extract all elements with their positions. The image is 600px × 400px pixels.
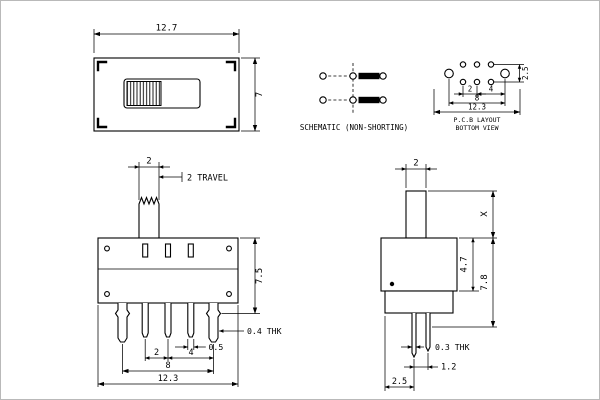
- side-stem: [405, 190, 427, 239]
- dim-top-width: 12.7: [93, 24, 240, 53]
- side-rivet: [389, 281, 395, 287]
- front-body-outline: [97, 237, 239, 304]
- dim-front-body-height-label: 7.5: [255, 268, 265, 284]
- pcb-caption-line2: BOTTOM VIEW: [455, 124, 498, 132]
- pcb-layout-view: 2.5 2 4 8 12.3 P.C.B LAYOUT BOTTOM VIEW: [433, 61, 530, 132]
- dim-front-leg-thickness-label: 0.4 THK: [247, 326, 282, 336]
- corner-tabs: [96, 60, 237, 129]
- dim-side-pin-gap: 1.2: [404, 353, 456, 391]
- dim-front-travel: 2 TRAVEL: [158, 172, 228, 184]
- slider-slot: [123, 78, 201, 109]
- dim-side-stem-height: X: [428, 190, 497, 239]
- dim-pcb-total-width-label: 12.3: [468, 103, 486, 112]
- top-view-body-outline: [93, 57, 240, 132]
- dim-side-stem-height-label: X: [480, 211, 490, 217]
- dim-front-stem-width: 2: [128, 157, 170, 200]
- dim-front-pin-width-label: 0.5: [209, 342, 224, 352]
- dim-top-height: 7: [241, 57, 265, 132]
- dim-front-pin-pitch-label: 2: [154, 348, 159, 358]
- dim-front-pin-to-leg: 4: [167, 348, 214, 360]
- dim-front-leg-span: 8: [122, 344, 214, 374]
- dim-front-pin-to-leg-label: 4: [188, 348, 193, 358]
- pcb-caption-line1: P.C.B LAYOUT: [454, 116, 501, 124]
- terminal-pads: [459, 61, 495, 86]
- mount-hole-right: [500, 68, 510, 79]
- dim-front-leg-thickness: 0.4 THK: [218, 326, 282, 336]
- dim-side-total-height-label: 7.8: [480, 274, 490, 290]
- side-base: [384, 290, 454, 314]
- mount-leg-left: [114, 303, 131, 343]
- side-pin-rear: [425, 313, 431, 353]
- dim-side-pin-thickness-label: 0.3 THK: [435, 342, 470, 352]
- contact-bar-pole1: [358, 72, 380, 80]
- dim-front-pin-width: 0.5: [175, 339, 223, 352]
- dim-side-body-height-label: 4.7: [460, 256, 470, 272]
- schematic-view: SCHEMATIC (NON-SHORTING): [300, 63, 408, 132]
- contact-bar-pole2: [358, 96, 380, 104]
- dim-front-leg-span-label: 8: [165, 361, 170, 371]
- dim-front-stem-width-label: 2: [146, 157, 151, 167]
- side-pins: [411, 313, 431, 359]
- front-pins: [114, 303, 222, 343]
- terminal-pin-3: [187, 303, 195, 338]
- dim-top-width-label: 12.7: [156, 24, 178, 34]
- dim-pcb-mount-offset-label: 4: [489, 85, 494, 94]
- front-stem: [138, 195, 160, 238]
- front-view: 2 2 TRAVEL 7.5: [97, 157, 282, 387]
- dim-top-height-label: 7: [255, 92, 265, 97]
- dim-side-pin-gap-label: 1.2: [441, 363, 456, 373]
- dim-front-body-height: 7.5: [221, 237, 265, 314]
- dim-side-stem-width-label: 2: [413, 159, 418, 169]
- dim-front-total-width-label: 12.3: [158, 374, 178, 384]
- terminal-circles: [319, 72, 387, 104]
- dim-pcb-row-pitch: 2.5: [494, 64, 530, 83]
- dim-front-total-width: 12.3: [97, 305, 239, 387]
- side-pin-front: [411, 313, 417, 359]
- terminal-pin-1: [141, 303, 149, 338]
- dim-side-total-height: 7.8: [432, 237, 497, 328]
- top-view: 12.7 7: [93, 24, 265, 132]
- dim-side-pin-offset-label: 2.5: [392, 377, 407, 387]
- slider-knob-top: [126, 81, 162, 106]
- side-view: 2 X 4.7 7.8 0.3 THK: [380, 159, 497, 391]
- schematic-caption: SCHEMATIC (NON-SHORTING): [300, 123, 408, 132]
- dim-pcb-pitch: 2: [454, 85, 486, 97]
- terminal-pin-2: [164, 303, 172, 338]
- dim-side-pin-thickness: 0.3 THK: [401, 342, 470, 352]
- dim-pcb-mount-span-label: 8: [475, 94, 480, 103]
- dim-side-stem-width: 2: [395, 159, 437, 188]
- mount-leg-right: [205, 303, 222, 343]
- dim-front-travel-label: 2 TRAVEL: [187, 174, 228, 184]
- dim-pcb-total-width: 12.3: [433, 89, 521, 115]
- dim-side-body-height: 4.7: [459, 237, 479, 292]
- dim-pcb-mount-span: 8: [448, 94, 506, 105]
- dim-pcb-pitch-label: 2: [468, 85, 473, 94]
- mount-hole-left: [444, 68, 454, 79]
- dim-pcb-row-pitch-label: 2.5: [521, 66, 530, 80]
- dim-side-pin-offset: 2.5: [384, 316, 415, 391]
- front-body-details: [98, 243, 238, 297]
- dim-front-pin-pitch: 2: [144, 339, 169, 361]
- side-body-outline: [380, 237, 458, 292]
